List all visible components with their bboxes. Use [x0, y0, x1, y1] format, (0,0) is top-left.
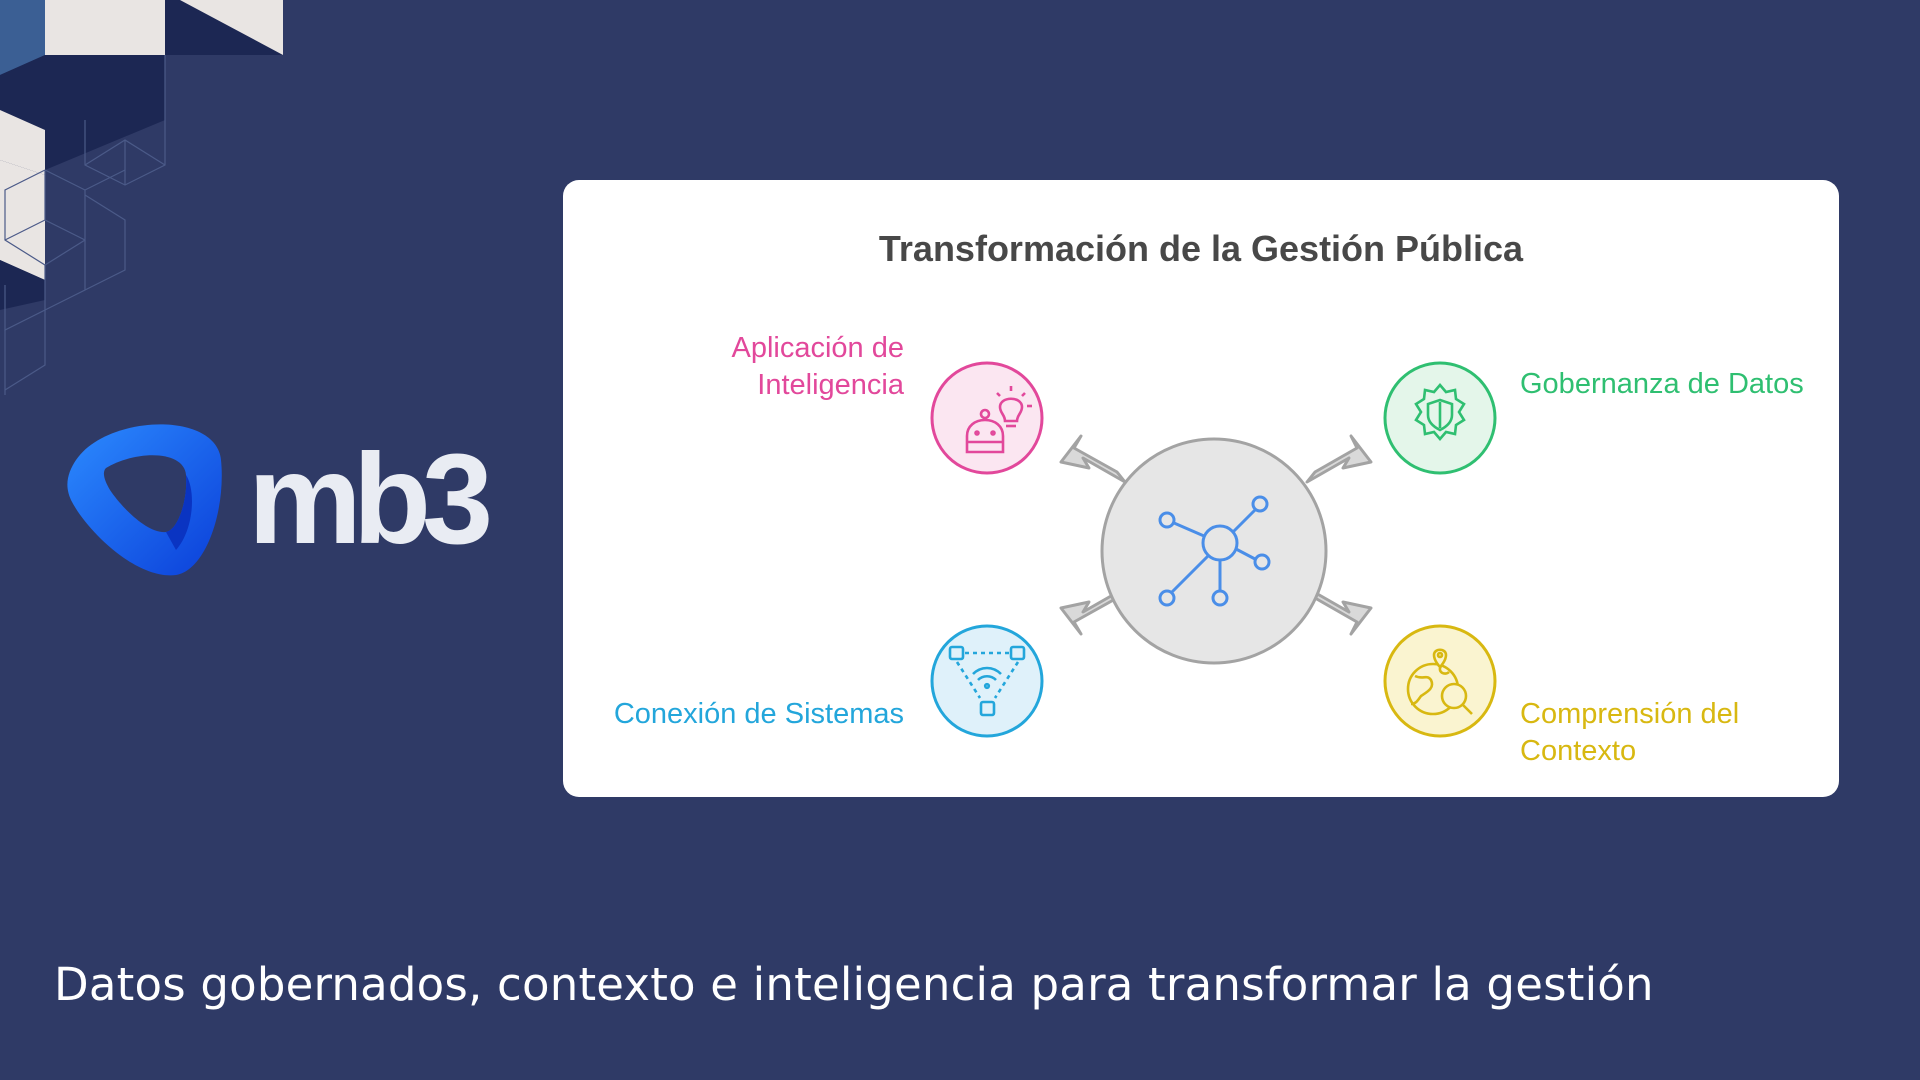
label-context: Comprensión del Contexto	[1520, 698, 1740, 767]
shield-gear-icon	[1414, 383, 1466, 441]
brand-logo: mb3	[66, 420, 506, 580]
globe-search-icon	[1406, 648, 1473, 716]
mb3-logo-mark-icon	[67, 424, 222, 576]
diagram-title: Transformación de la Gestión Pública	[878, 228, 1524, 269]
node-context	[1383, 624, 1497, 738]
label-intelligence: Aplicación de Inteligencia	[731, 332, 905, 401]
central-hub	[1100, 437, 1328, 665]
arrow-top-left	[1059, 434, 1127, 484]
tagline: Datos gobernados, contexto e inteligenci…	[54, 958, 1654, 1011]
node-systems	[930, 624, 1044, 738]
diagram-card: Transformación de la Gestión Pública	[563, 180, 1839, 797]
arrow-top-right	[1305, 434, 1373, 484]
logo-wordmark: mb3	[248, 428, 493, 571]
network-wifi-icon	[948, 645, 1026, 717]
label-governance: Gobernanza de Datos	[1520, 368, 1804, 400]
hub-diagram	[930, 361, 1497, 738]
arrow-bottom-right	[1305, 586, 1373, 636]
network-hub-icon	[1158, 495, 1271, 607]
decorative-cube-pattern	[0, 0, 283, 395]
label-systems: Conexión de Sistemas	[613, 698, 904, 730]
robot-lightbulb-icon	[965, 386, 1032, 454]
